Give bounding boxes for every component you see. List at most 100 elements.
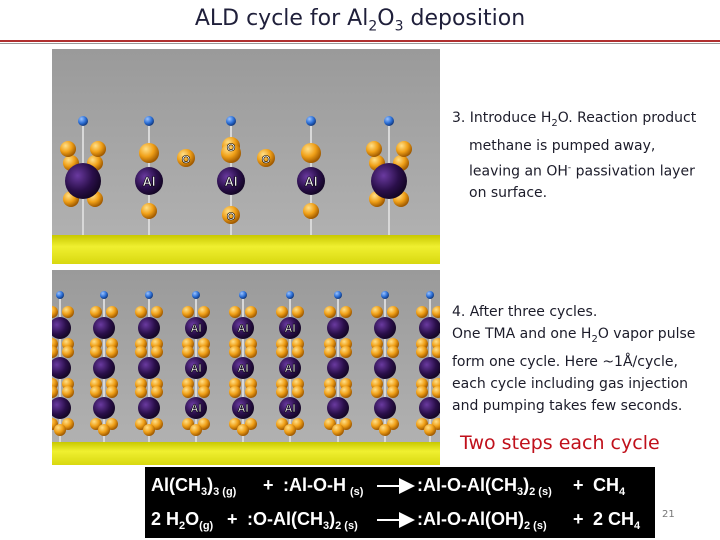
al-atom (185, 397, 207, 419)
o-atom (416, 346, 428, 358)
al-atom (52, 397, 71, 419)
o-atom (257, 149, 275, 167)
h-atom (426, 291, 434, 299)
o-atom (177, 149, 195, 167)
equation-1: Al(CH3)3 (g) + :Al-O-H(s) :Al-O-Al(CH3)2… (151, 475, 626, 498)
o-atom (62, 306, 74, 318)
atom-label: Al (238, 363, 249, 375)
o-atom (379, 424, 391, 436)
al-atom (374, 357, 396, 379)
step4-description: 4. After three cycles. One TMA and one H… (452, 304, 696, 414)
al-atom (138, 317, 160, 339)
o-atom (324, 306, 336, 318)
o-atom (182, 386, 194, 398)
h-atom (381, 291, 389, 299)
atom-label: Al (285, 323, 296, 335)
o-atom (90, 386, 102, 398)
o-atom (396, 141, 412, 157)
o-atom (221, 143, 241, 163)
o-atom (62, 386, 74, 398)
atom-label: Al (191, 363, 202, 375)
h-atom (192, 291, 200, 299)
o-atom (432, 346, 440, 358)
atom-label: Al (305, 174, 318, 189)
o-atom (340, 306, 352, 318)
o-atom (292, 306, 304, 318)
h-atom (56, 291, 64, 299)
o-atom (332, 424, 344, 436)
o-atom (237, 424, 249, 436)
o-atom (371, 306, 383, 318)
o-atom (245, 306, 257, 318)
svg-text::Al-O-Al(OH)2 (s): :Al-O-Al(OH)2 (s) (417, 509, 547, 532)
o-atom (151, 386, 163, 398)
o-atom (387, 306, 399, 318)
svg-text:+: + (573, 509, 584, 529)
o-atom (416, 386, 428, 398)
o-atom (301, 143, 321, 163)
svg-text::O-Al(CH3)2 (s): :O-Al(CH3)2 (s) (247, 509, 358, 532)
svg-text::Al-O-Al(CH3)2 (s): :Al-O-Al(CH3)2 (s) (417, 475, 552, 498)
slide-number: 21 (662, 509, 675, 520)
o-atom (229, 306, 241, 318)
o-atom (90, 346, 102, 358)
o-atom (276, 306, 288, 318)
al-atom (135, 167, 163, 195)
svg-text:Al(CH3)3 (g): Al(CH3)3 (g) (151, 475, 237, 498)
h-atom (144, 116, 154, 126)
atom-label: Al (191, 323, 202, 335)
o-atom (424, 424, 436, 436)
h-atom (306, 116, 316, 126)
al-atom (371, 163, 407, 199)
atom-label: O (262, 154, 271, 166)
svg-text::Al-O-H(s): :Al-O-H(s) (283, 475, 364, 498)
svg-text:2 H2O(g): 2 H2O(g) (151, 509, 214, 532)
o-atom (276, 346, 288, 358)
atom-label: Al (238, 323, 249, 335)
al-atom (93, 357, 115, 379)
atom-label: Al (285, 363, 296, 375)
o-atom (139, 143, 159, 163)
o-atom (52, 346, 58, 358)
o-atom (106, 386, 118, 398)
o-atom (387, 346, 399, 358)
al-atom (65, 163, 101, 199)
al-atom (138, 397, 160, 419)
al-atom (52, 357, 71, 379)
title-divider-secondary (0, 43, 720, 44)
al-atom (217, 167, 245, 195)
o-atom (106, 346, 118, 358)
al-atom (374, 317, 396, 339)
al-atom (419, 317, 440, 339)
al-atom (374, 397, 396, 419)
h-atom (239, 291, 247, 299)
atom-label: Al (285, 403, 296, 415)
svg-text:2 CH4: 2 CH4 (593, 509, 641, 532)
o-atom (135, 386, 147, 398)
step3-description: 3. Introduce H2O. Reaction product metha… (452, 110, 697, 202)
al-atom (279, 357, 301, 379)
o-atom (62, 346, 74, 358)
o-atom (366, 141, 382, 157)
o-atom (229, 386, 241, 398)
al-atom (232, 357, 254, 379)
o-atom (245, 346, 257, 358)
o-atom (245, 386, 257, 398)
o-atom (432, 386, 440, 398)
al-atom (232, 317, 254, 339)
atom-label: Al (143, 174, 156, 189)
o-atom (52, 386, 58, 398)
al-atom (419, 397, 440, 419)
equation-2: 2 H2O(g) + :O-Al(CH3)2 (s) :Al-O-Al(OH)2… (151, 509, 641, 532)
svg-text:+: + (263, 475, 274, 495)
al-atom (297, 167, 325, 195)
svg-text:+: + (573, 475, 584, 495)
o-atom (324, 386, 336, 398)
o-atom (182, 346, 194, 358)
o-atom (222, 206, 240, 224)
h-atom (226, 116, 236, 126)
o-atom (340, 346, 352, 358)
